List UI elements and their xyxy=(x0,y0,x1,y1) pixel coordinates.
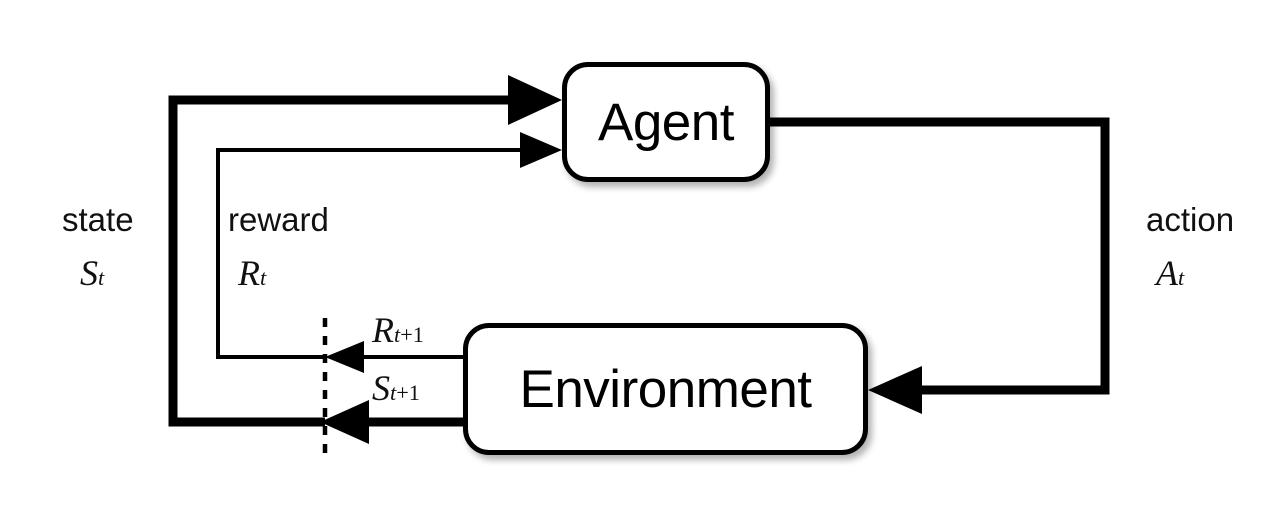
state-symbol-subscript: t xyxy=(98,265,105,290)
reward-next-subscript: t+1 xyxy=(394,322,424,347)
label-state: state xyxy=(62,201,134,238)
action-symbol-subscript: t xyxy=(1178,265,1185,290)
edge-reward-arrowhead-left xyxy=(325,341,364,373)
edge-state-path-to-agent xyxy=(168,95,512,427)
edge-reward-arrowhead-into-agent xyxy=(520,132,562,168)
edge-action-path xyxy=(770,117,1110,395)
reward-next-sub-op: + xyxy=(400,322,413,347)
label-action-symbol: At xyxy=(1156,255,1184,291)
state-next-sub-op: + xyxy=(396,380,409,405)
edge-state-arrowhead-left xyxy=(320,400,369,444)
reward-symbol-base: R xyxy=(238,253,260,293)
edge-state-loop xyxy=(168,75,562,444)
edge-state-arrowhead-into-agent xyxy=(508,75,562,125)
state-next-sub-num: 1 xyxy=(408,380,420,405)
reward-next-base: R xyxy=(372,310,394,350)
reward-next-sub-var: t xyxy=(394,322,401,347)
reward-next-sub-num: 1 xyxy=(412,322,424,347)
state-next-sub-var: t xyxy=(390,380,397,405)
state-next-base: S xyxy=(372,368,390,408)
edge-action-loop xyxy=(770,117,1110,414)
label-reward-symbol: Rt xyxy=(238,255,266,291)
label-state-symbol: St xyxy=(80,255,104,291)
label-action: action xyxy=(1146,201,1235,238)
edge-action-arrowhead-into-env xyxy=(868,366,922,414)
node-environment[interactable]: Environment xyxy=(463,323,868,455)
node-agent[interactable]: Agent xyxy=(562,62,770,182)
state-next-subscript: t+1 xyxy=(390,380,420,405)
edge-reward-loop xyxy=(216,132,562,373)
label-state-next-symbol: St+1 xyxy=(372,370,420,406)
reward-symbol-subscript: t xyxy=(260,265,267,290)
action-symbol-base: A xyxy=(1156,253,1178,293)
edge-reward-path-to-agent xyxy=(216,148,523,359)
label-reward-next-symbol: Rt+1 xyxy=(372,312,424,348)
state-symbol-base: S xyxy=(80,253,98,293)
label-reward: reward xyxy=(228,201,329,238)
